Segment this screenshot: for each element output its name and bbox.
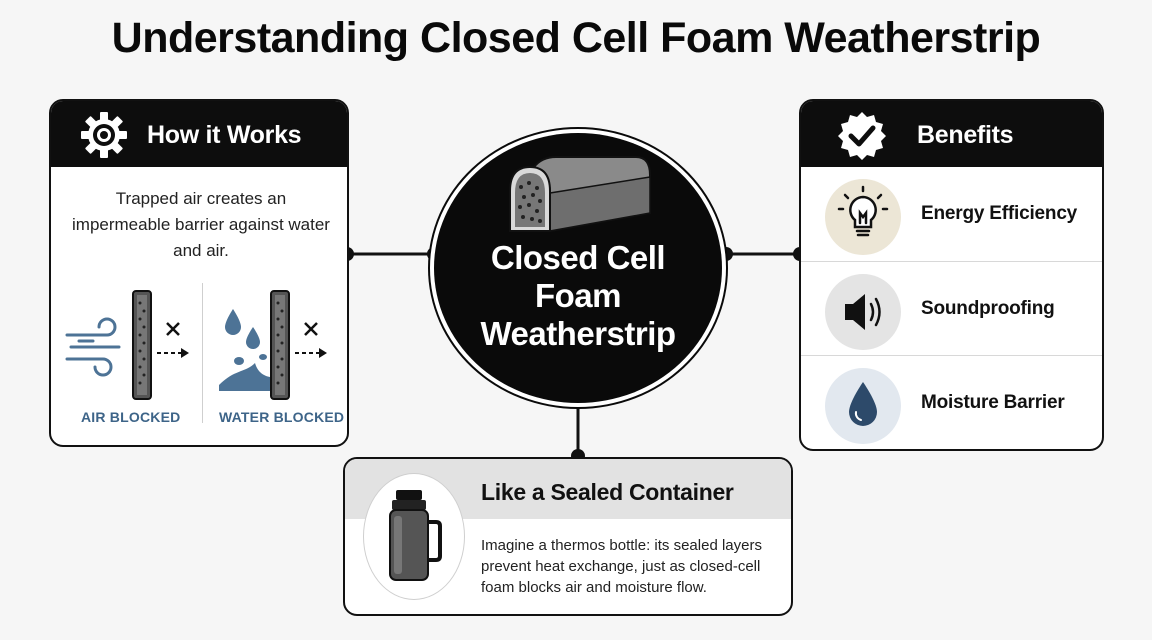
hub-label: Closed Cell Foam Weatherstrip (434, 239, 722, 353)
foam-strip-icon (270, 290, 290, 400)
how-it-works-panel: How it Works Trapped air creates an impe… (49, 99, 349, 447)
sealed-container-panel: Like a Sealed Container Imagine a thermo… (343, 457, 793, 616)
water-drop-icon (849, 382, 877, 426)
benefit-label: Soundproofing (921, 298, 1055, 319)
benefit-soundproofing: Soundproofing (801, 261, 1102, 355)
benefits-title: Benefits (917, 121, 1014, 149)
gear-icon (81, 112, 127, 158)
water-drops-icon (219, 309, 285, 391)
benefit-moisture-barrier: Moisture Barrier (801, 355, 1102, 449)
benefit-icon-circle (825, 274, 901, 350)
wind-icon (65, 317, 121, 377)
speaker-icon (845, 294, 881, 330)
weatherstrip-icon (509, 156, 651, 233)
how-it-works-description: Trapped air creates an impermeable barri… (72, 189, 330, 260)
sealed-container-title: Like a Sealed Container (481, 479, 734, 505)
blocked-divider (202, 283, 203, 423)
air-blocked-label: AIR BLOCKED (81, 409, 181, 425)
sealed-container-description: Imagine a thermos bottle: its sealed lay… (481, 537, 762, 596)
hub-label-line-1: Closed Cell (490, 239, 666, 276)
how-it-works-header: How it Works (51, 101, 347, 167)
benefits-header: Benefits (801, 101, 1102, 167)
central-hub: Closed Cell Foam Weatherstrip (434, 133, 722, 403)
badge-check-icon (838, 112, 886, 160)
page-title: Understanding Closed Cell Foam Weatherst… (111, 14, 1041, 62)
benefit-label: Moisture Barrier (921, 392, 1065, 413)
benefit-icon-circle (825, 179, 901, 255)
benefit-label: Energy Efficiency (921, 203, 1078, 224)
how-it-works-title: How it Works (147, 121, 302, 149)
air-blocked-illustration (65, 290, 189, 400)
thermos-icon (389, 490, 442, 581)
benefits-panel: Benefits Energy Efficiency (799, 99, 1104, 451)
benefit-icon-circle (825, 368, 901, 444)
thermos-icon-circle (363, 473, 465, 600)
hub-label-line-3: Weatherstrip (480, 315, 676, 352)
water-blocked-label: WATER BLOCKED (219, 409, 345, 425)
blocked-x-icon (166, 322, 180, 336)
lightbulb-icon (837, 185, 889, 237)
water-blocked-illustration (219, 290, 327, 400)
foam-strip-icon (132, 290, 152, 400)
benefit-energy-efficiency: Energy Efficiency (801, 167, 1102, 261)
hub-label-line-2: Foam (534, 277, 622, 314)
blocked-x-icon (304, 322, 318, 336)
